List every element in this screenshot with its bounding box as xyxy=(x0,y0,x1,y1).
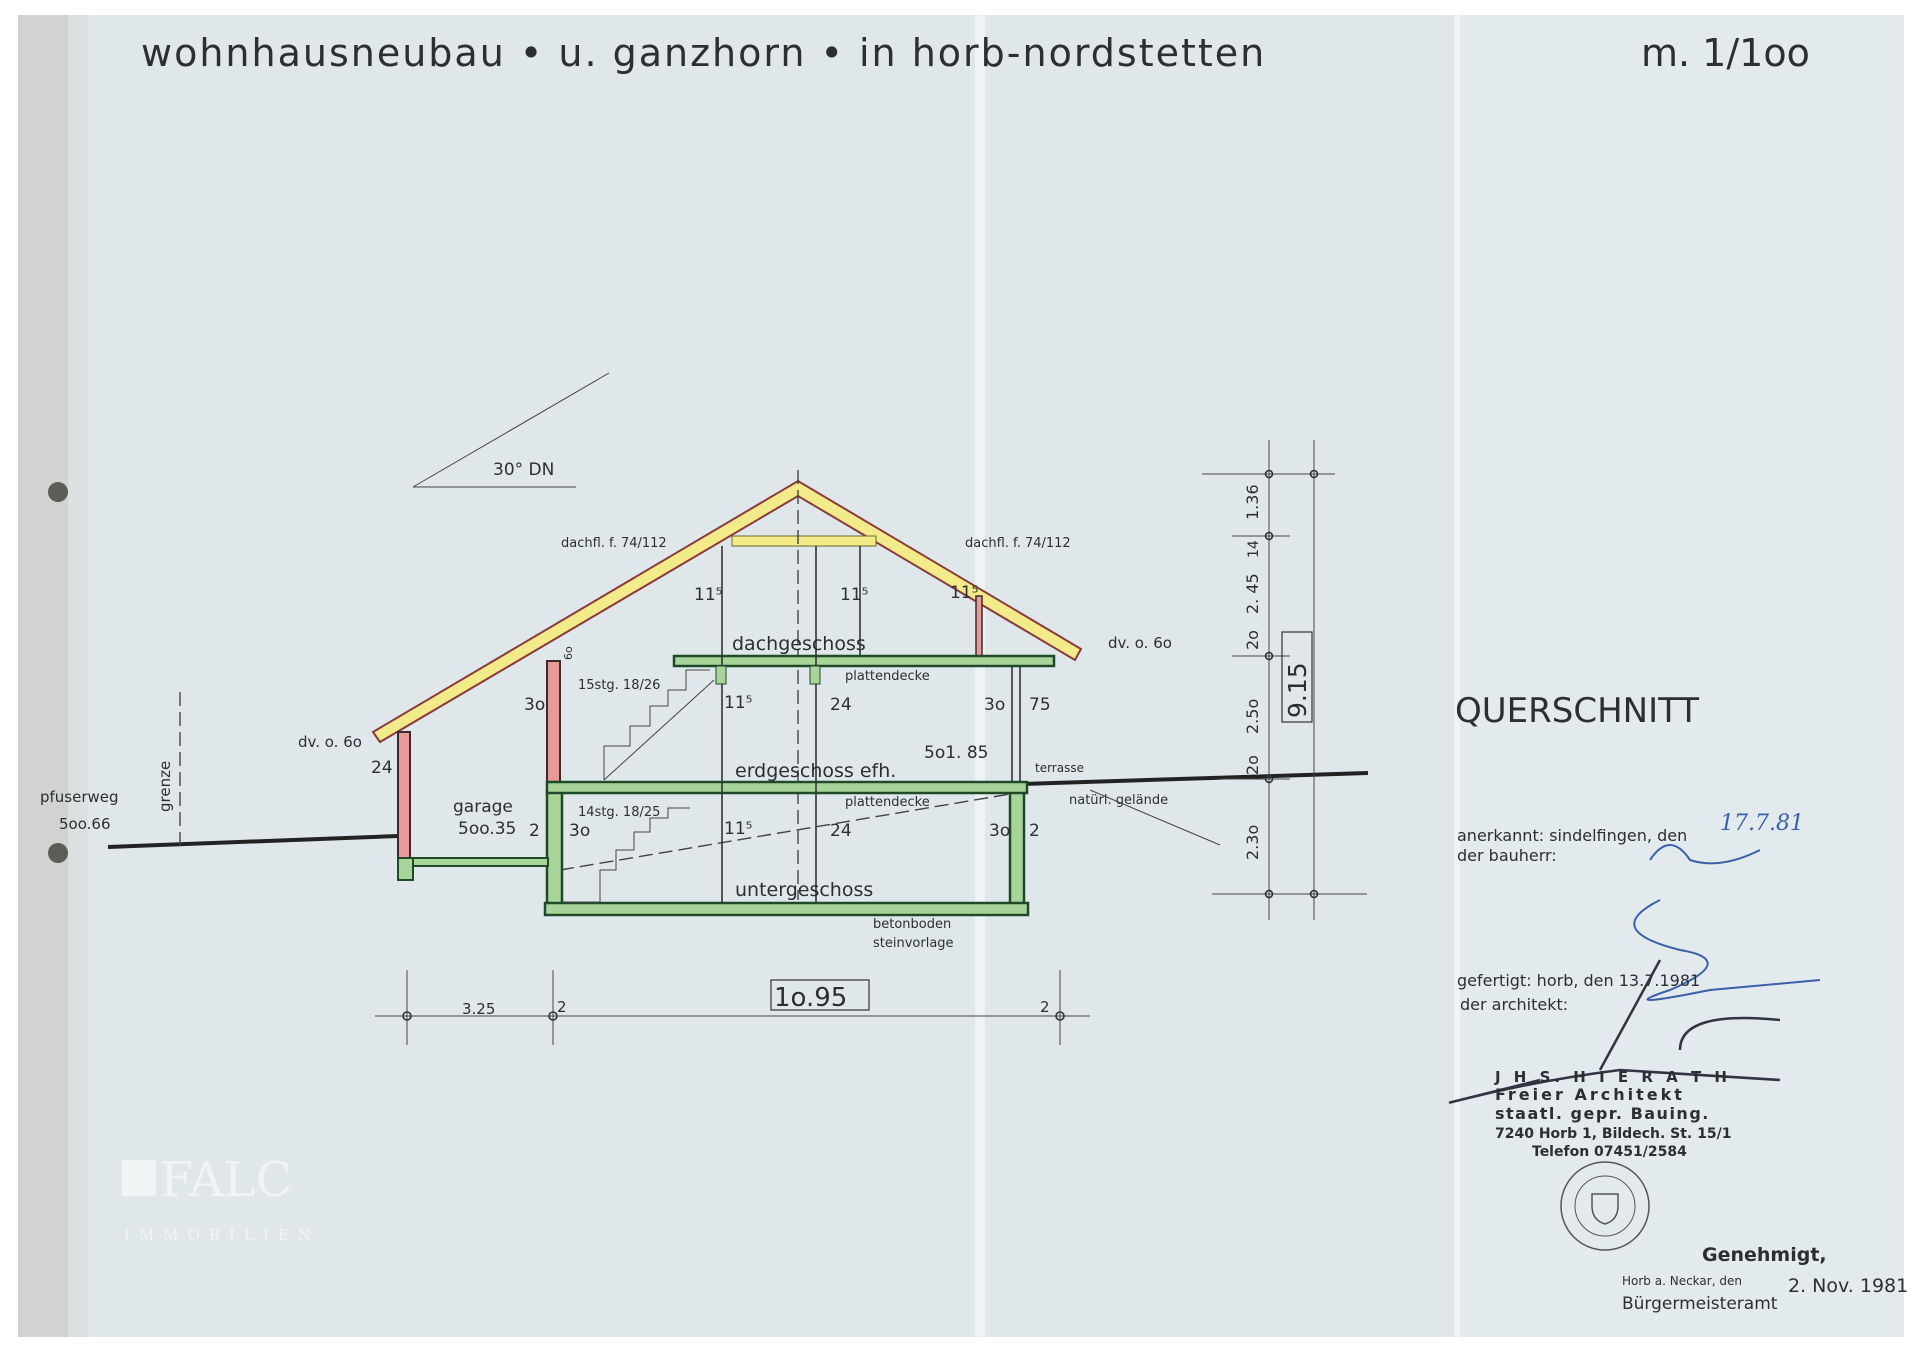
dim-2o: 2o xyxy=(1243,755,1262,775)
punch-hole xyxy=(48,482,68,502)
dim-label: 11⁵ xyxy=(724,819,752,839)
stamp-title: Freier Architekt xyxy=(1495,1085,1685,1104)
dim-label: 11⁵ xyxy=(840,585,868,605)
dim-label: 11⁵ xyxy=(694,585,722,605)
stamp-degree: staatl. gepr. Bauing. xyxy=(1495,1104,1710,1123)
basement-floor-slab xyxy=(543,901,1030,917)
dim-label: 2 xyxy=(529,821,540,841)
label-eave-6o: 6o xyxy=(562,646,575,660)
wall-dimensions: 11⁵ 11⁵ 11⁵ 11⁵ 11⁵ 24 24 24 3o 3o 3o 3o… xyxy=(371,583,1051,841)
dim-total-width: 1o.95 xyxy=(774,983,847,1013)
label-garage: garage xyxy=(453,797,513,817)
basement-left-wall xyxy=(545,788,564,912)
dim-2: 2 xyxy=(1040,998,1050,1016)
stamp-address: 7240 Horb 1, Bildech. St. 15/1 xyxy=(1495,1126,1731,1142)
gefertigt-label: gefertigt: horb, den 13.7.1981 xyxy=(1457,971,1700,990)
anerkannt-date: 17.7.81 xyxy=(1720,811,1804,836)
architekt-signature xyxy=(1448,959,1781,1104)
watermark-sub: IMMOBILIEN xyxy=(124,1226,320,1244)
dim-2-5o: 2.5o xyxy=(1243,699,1262,734)
approval-office: Bürgermeisteramt xyxy=(1622,1294,1778,1314)
vertical-dimension-line: 1.36 14 2. 45 2o 2.5o 2o 2.3o 9.15 xyxy=(1202,440,1367,920)
ground-line xyxy=(107,834,399,849)
label-stairs-upper: 15stg. 18/26 xyxy=(578,678,660,693)
label-dachgeschoss: dachgeschoss xyxy=(732,633,866,655)
label-stairs-lower: 14stg. 18/25 xyxy=(578,805,660,820)
section-title: QUERSCHNITT xyxy=(1455,691,1699,731)
bauherr-signature xyxy=(1633,844,1821,1001)
label-dv-right: dv. o. 6o xyxy=(1108,634,1172,652)
knee-wall xyxy=(975,595,983,662)
paper-left-panel xyxy=(18,15,1457,1337)
label-dachfl-left: dachfl. f. 74/112 xyxy=(561,536,667,551)
city-seal xyxy=(1560,1161,1650,1251)
garage-wall xyxy=(397,731,411,863)
architekt-label: der architekt: xyxy=(1460,995,1568,1014)
label-plattendecke-upper: plattendecke xyxy=(845,669,930,684)
dim-label: 3o xyxy=(569,821,590,841)
dim-14: 14 xyxy=(1246,540,1262,558)
label-efh-level: 5o1. 85 xyxy=(924,743,988,763)
label-gelaende: natürl. gelände xyxy=(1069,793,1168,808)
dim-label: 24 xyxy=(371,758,393,778)
anerkannt-label: anerkannt: sindelfingen, den xyxy=(1457,826,1687,845)
punch-hole xyxy=(48,843,68,863)
falc-watermark: FALC IMMOBILIEN xyxy=(122,1152,320,1244)
label-untergeschoss: untergeschoss xyxy=(735,879,873,901)
section-labels: dachfl. f. 74/112 dachfl. f. 74/112 dach… xyxy=(40,536,1172,951)
roof-pitch-label: 30° DN xyxy=(493,460,554,480)
binding-margin xyxy=(18,15,68,1337)
dachgeschoss-slab xyxy=(672,654,1056,668)
stairs-lower xyxy=(562,807,690,903)
stamp-phone: Telefon 07451/2584 xyxy=(1532,1144,1687,1160)
ground-line xyxy=(1021,771,1369,786)
approval-date: 2. Nov. 1981 xyxy=(1788,1275,1908,1297)
label-terrasse: terrasse xyxy=(1035,761,1084,775)
approval-place: Horb a. Neckar, den xyxy=(1622,1274,1742,1288)
approval-genehmigt: Genehmigt, xyxy=(1702,1244,1827,1266)
dim-label: 75 xyxy=(1029,695,1051,715)
drawing-title: wohnhausneubau • u. ganzhorn • in horb-n… xyxy=(141,31,1266,75)
label-dv-left: dv. o. 6o xyxy=(298,733,362,751)
dim-label: 2 xyxy=(1029,821,1040,841)
watermark-brand: FALC xyxy=(160,1152,292,1208)
label-pfuserweg: pfuserweg xyxy=(40,788,119,806)
label-garage-level: 5oo.35 xyxy=(458,819,516,839)
dim-1-36: 1.36 xyxy=(1243,484,1262,520)
dim-label: 3o xyxy=(524,695,545,715)
dim-label: 24 xyxy=(830,821,852,841)
erdgeschoss-slab xyxy=(545,780,1029,795)
architect-stamp: J H S. H I E R A T H Freier Architekt st… xyxy=(1494,1068,1731,1160)
signature-block: anerkannt: sindelfingen, den 17.7.81 der… xyxy=(1448,811,1908,1314)
label-plattendecke-lower: plattendecke xyxy=(845,795,930,810)
dim-label: 11⁵ xyxy=(724,693,752,713)
dim-2-45: 2. 45 xyxy=(1243,573,1262,614)
dim-2-3o: 2.3o xyxy=(1243,825,1262,860)
label-pfuserweg-level: 5oo.66 xyxy=(59,815,111,833)
label-steinvorlage: steinvorlage xyxy=(873,936,954,951)
dim-3-25: 3.25 xyxy=(462,1000,495,1018)
label-dachfl-right: dachfl. f. 74/112 xyxy=(965,536,1071,551)
dim-label: 24 xyxy=(830,695,852,715)
upper-left-wall xyxy=(546,660,561,788)
collar-beam xyxy=(731,535,877,547)
label-erdgeschoss: erdgeschoss efh. xyxy=(735,760,896,782)
garage-slab xyxy=(397,857,549,867)
label-betonboden: betonboden xyxy=(873,917,951,932)
dim-2o: 2o xyxy=(1243,630,1262,650)
horizontal-dimension-line: 3.25 2 1o.95 2 xyxy=(375,970,1090,1045)
basement-right-wall xyxy=(1008,788,1026,912)
bauherr-label: der bauherr: xyxy=(1457,846,1557,865)
stamp-name: J H S. H I E R A T H xyxy=(1494,1068,1731,1086)
label-grenze: grenze xyxy=(156,761,174,812)
dim-label: 3o xyxy=(989,821,1010,841)
stairs-upper xyxy=(603,669,710,780)
dim-label: 3o xyxy=(984,695,1005,715)
dim-label: 11⁵ xyxy=(950,583,978,603)
dim-2: 2 xyxy=(557,998,567,1016)
dim-total-height: 9.15 xyxy=(1283,662,1312,718)
drawing-scale: m. 1/1oo xyxy=(1641,31,1810,75)
